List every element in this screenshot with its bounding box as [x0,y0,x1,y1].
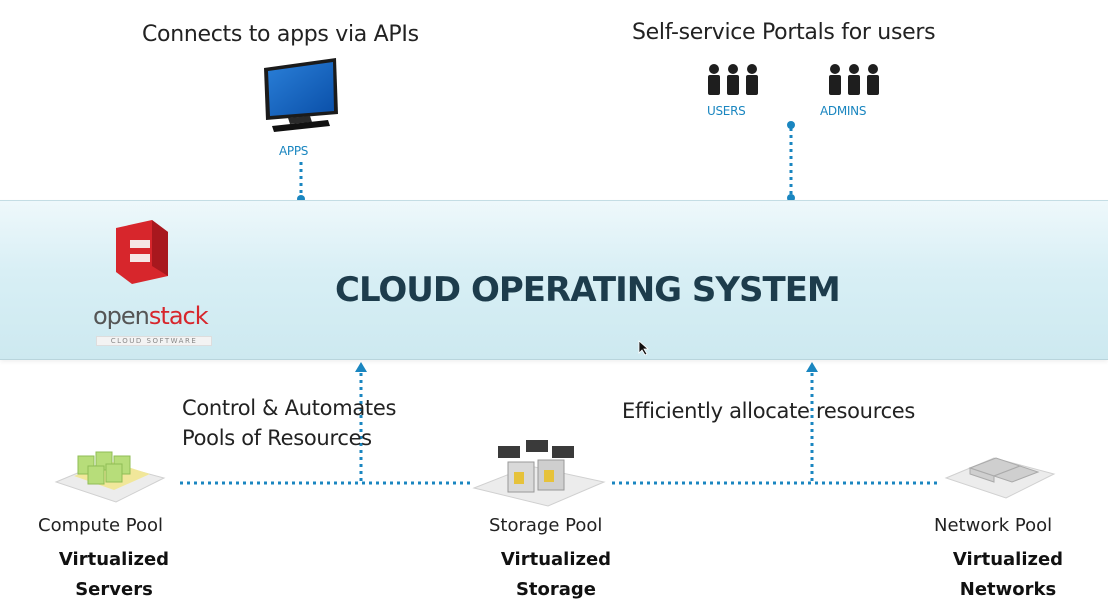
control-caption-line2: Pools of Resources [182,426,372,450]
openstack-tagline: CLOUD SOFTWARE [96,336,212,346]
control-caption-line1: Control & Automates [182,396,397,420]
network-pool-sub: Virtualized Networks [944,545,1072,605]
openstack-logo-icon [116,220,168,284]
storage-pool-sub1: Virtualized [500,549,612,570]
network-pool-name: Network Pool [934,515,1053,536]
openstack-word-stack: stack [148,302,209,330]
cloud-os-band [0,200,1108,360]
apps-caption: Connects to apps via APIs [142,22,419,47]
openstack-word-open: open [93,302,150,330]
storage-pool-sub: Virtualized Storage [494,545,618,605]
compute-pool-sub1: Virtualized [58,549,170,570]
band-title: CLOUD OPERATING SYSTEM [335,270,841,310]
storage-pool-icon [472,440,606,507]
monitor-icon [264,58,338,132]
openstack-wordmark: openstack [93,302,209,330]
users-group-icon [708,64,758,95]
mouse-cursor-icon [638,340,650,356]
apps-label: APPS [279,144,309,158]
compute-pool-name: Compute Pool [38,515,164,536]
network-pool-sub1: Virtualized [952,549,1064,570]
storage-pool-sub2: Storage [515,579,597,600]
network-pool-icon [944,457,1056,499]
admins-group-icon [829,64,879,95]
storage-pool-name: Storage Pool [489,515,603,536]
compute-pool-icon [54,451,166,503]
network-pool-sub2: Networks [959,579,1057,600]
compute-pool-sub2: Servers [75,579,153,600]
users-label: USERS [707,104,746,118]
admins-label: ADMINS [820,104,867,118]
portals-caption: Self-service Portals for users [632,20,936,45]
allocate-caption: Efficiently allocate resources [622,399,916,423]
compute-pool-sub: Virtualized Servers [52,545,176,605]
